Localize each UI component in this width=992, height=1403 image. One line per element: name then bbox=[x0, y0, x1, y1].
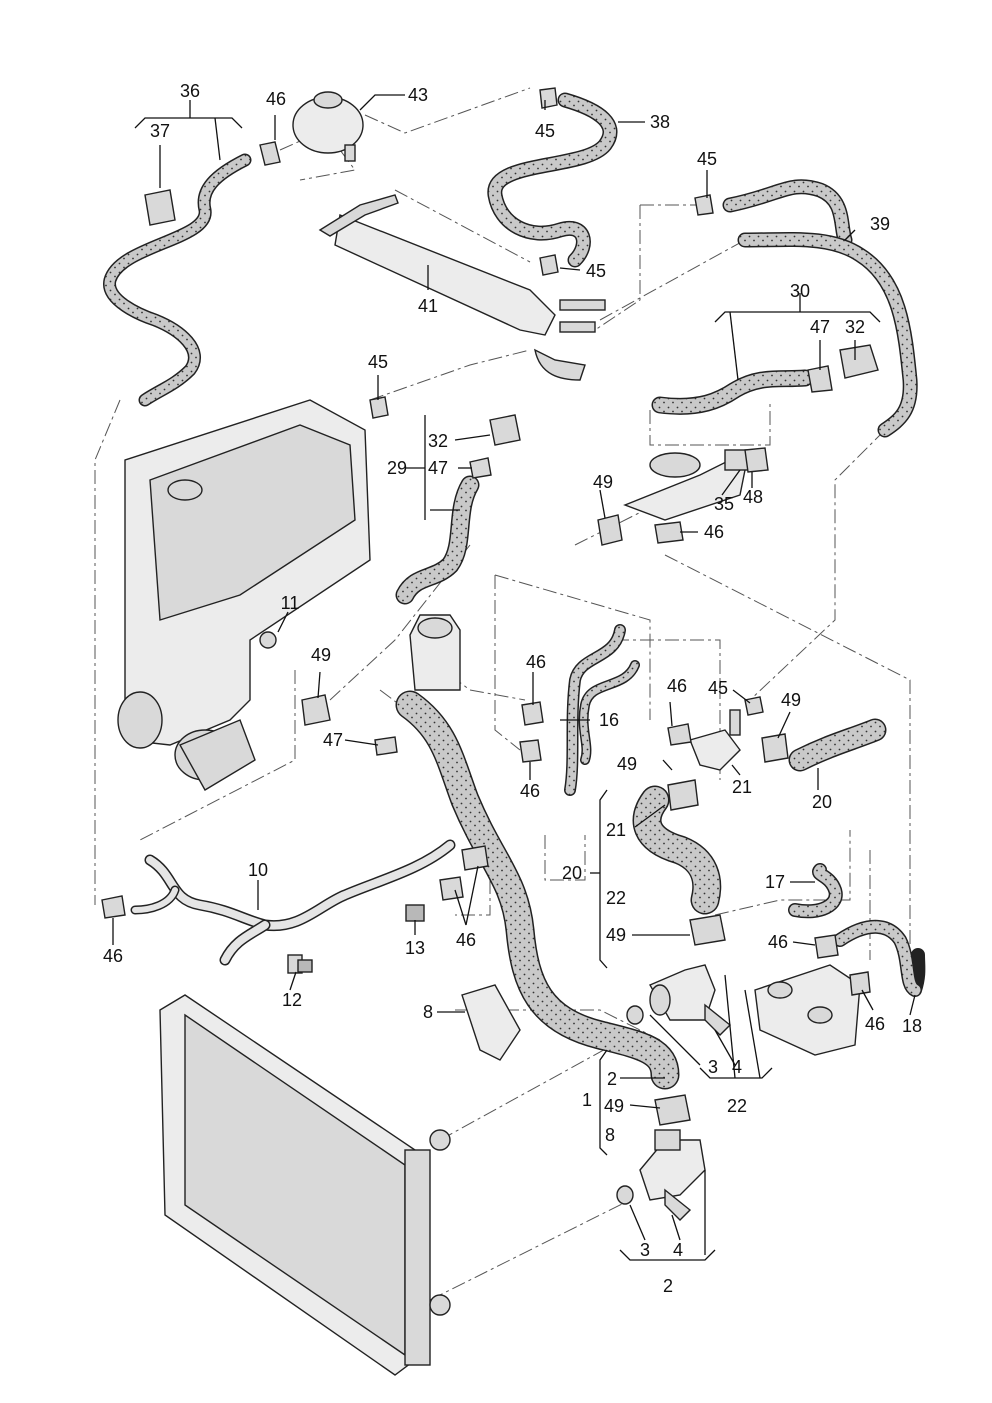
callout-35: 35 bbox=[714, 494, 734, 514]
callout-39: 39 bbox=[870, 214, 890, 234]
callout-16: 16 bbox=[599, 710, 619, 730]
callout-36: 36 bbox=[180, 81, 200, 101]
nut bbox=[405, 904, 425, 922]
callout-47: 47 bbox=[323, 730, 343, 750]
callout-46: 46 bbox=[865, 1014, 885, 1034]
callout-3: 3 bbox=[640, 1240, 650, 1260]
callout-18: 18 bbox=[902, 1016, 922, 1036]
callout-3: 3 bbox=[708, 1057, 718, 1077]
reservoir bbox=[409, 614, 461, 691]
callout-32: 32 bbox=[845, 317, 865, 337]
callout-10: 10 bbox=[248, 860, 268, 880]
callout-46: 46 bbox=[667, 676, 687, 696]
hoses bbox=[103, 92, 926, 1090]
callout-48: 48 bbox=[743, 487, 763, 507]
callouts: 36 37 46 43 45 38 45 39 45 41 30 47 32 4… bbox=[103, 81, 922, 1296]
callout-21: 21 bbox=[732, 777, 752, 797]
clamps bbox=[101, 87, 879, 1221]
callout-46: 46 bbox=[704, 522, 724, 542]
callout-46: 46 bbox=[456, 930, 476, 950]
bracket bbox=[461, 984, 521, 1061]
callout-47: 47 bbox=[428, 458, 448, 478]
expansion-tank bbox=[292, 91, 364, 162]
callout-11: 11 bbox=[281, 593, 300, 613]
callout-4: 4 bbox=[732, 1057, 742, 1077]
radiator bbox=[159, 994, 451, 1376]
oil-cooler bbox=[754, 964, 861, 1056]
callout-22: 22 bbox=[606, 888, 626, 908]
callout-4: 4 bbox=[673, 1240, 683, 1260]
callout-43: 43 bbox=[408, 85, 428, 105]
callout-29: 29 bbox=[387, 458, 407, 478]
callout-8: 8 bbox=[423, 1002, 433, 1022]
callout-20: 20 bbox=[562, 863, 582, 883]
callout-45: 45 bbox=[368, 352, 388, 372]
flange-connector bbox=[639, 1129, 706, 1201]
t-connector bbox=[689, 709, 741, 771]
callout-49: 49 bbox=[593, 472, 613, 492]
callout-45: 45 bbox=[586, 261, 606, 281]
callout-8: 8 bbox=[605, 1125, 615, 1145]
callout-38: 38 bbox=[650, 112, 670, 132]
callout-13: 13 bbox=[405, 938, 425, 958]
callout-41: 41 bbox=[418, 296, 438, 316]
callout-2: 2 bbox=[663, 1276, 673, 1296]
callout-17: 17 bbox=[765, 872, 785, 892]
leader-lines bbox=[112, 94, 916, 1261]
engine-block bbox=[117, 399, 371, 791]
coolant-flange bbox=[623, 449, 751, 521]
callout-49: 49 bbox=[311, 645, 331, 665]
callout-45: 45 bbox=[708, 678, 728, 698]
callout-21: 21 bbox=[606, 820, 626, 840]
callout-46: 46 bbox=[520, 781, 540, 801]
callout-46: 46 bbox=[266, 89, 286, 109]
callout-49: 49 bbox=[604, 1096, 624, 1116]
callout-30: 30 bbox=[790, 281, 810, 301]
callout-45: 45 bbox=[697, 149, 717, 169]
elbow-connector bbox=[649, 964, 716, 1021]
bolt bbox=[287, 954, 313, 974]
callout-2: 2 bbox=[607, 1069, 617, 1089]
callout-49: 49 bbox=[617, 754, 637, 774]
callout-46: 46 bbox=[768, 932, 788, 952]
callout-46: 46 bbox=[103, 946, 123, 966]
callout-46: 46 bbox=[526, 652, 546, 672]
callout-1: 1 bbox=[582, 1090, 592, 1110]
callout-20: 20 bbox=[812, 792, 832, 812]
callout-49: 49 bbox=[781, 690, 801, 710]
callout-12: 12 bbox=[282, 990, 302, 1010]
callout-47: 47 bbox=[810, 317, 830, 337]
callout-32: 32 bbox=[428, 431, 448, 451]
coolant-pipe-assembly bbox=[318, 194, 606, 381]
callout-37: 37 bbox=[150, 121, 170, 141]
callout-49: 49 bbox=[606, 925, 626, 945]
coolant-pipe-lower bbox=[130, 839, 456, 966]
callout-22: 22 bbox=[727, 1096, 747, 1116]
parts bbox=[117, 91, 861, 1376]
callout-45: 45 bbox=[535, 121, 555, 141]
